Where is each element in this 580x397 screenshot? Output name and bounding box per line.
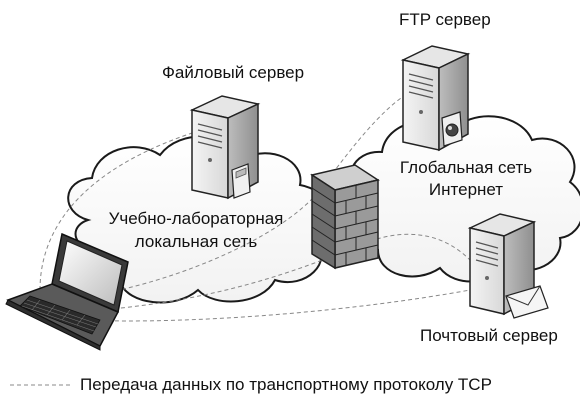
lan-label-line1: Учебно-лабораторная [108,209,284,228]
lan-label-line2: локальная сеть [134,232,258,251]
internet-label-line1: Глобальная сеть [399,158,533,177]
file-server-icon [189,95,261,200]
legend-text: Передача данных по транспортному протоко… [80,375,492,394]
tcp-connections [39,91,471,322]
file-server-label: Файловый сервер [162,63,305,82]
ftp-server-icon [400,45,471,152]
tcp-link-internet [99,233,471,311]
ftp-server-label: FTP сервер [399,10,491,29]
firewall-icon [310,164,380,270]
laptop-icon [5,232,129,351]
mail-server-label: Почтовый сервер [420,326,558,345]
internet-label-line2: Интернет [428,180,504,199]
mail-server-icon [467,213,549,319]
tcp-link-file-server [39,131,196,291]
tcp-link-mail-server [79,289,471,322]
